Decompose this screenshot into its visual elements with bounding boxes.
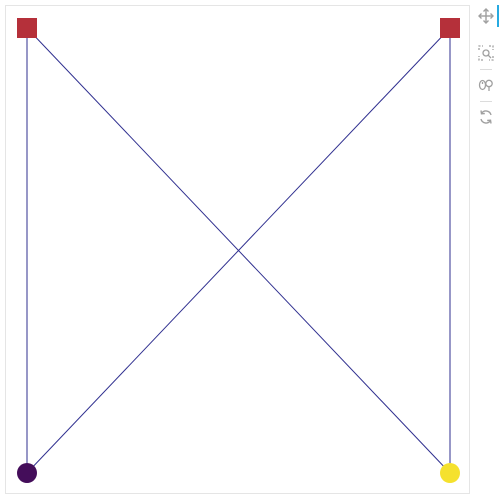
circle-node bbox=[440, 463, 460, 483]
move-icon bbox=[478, 8, 494, 24]
toolbar bbox=[472, 5, 500, 135]
square-node bbox=[17, 18, 37, 38]
reset-icon bbox=[480, 110, 492, 124]
square-node bbox=[440, 18, 460, 38]
pan-tool-button[interactable] bbox=[475, 5, 499, 27]
nodes-layer bbox=[17, 18, 460, 483]
toolbar-divider bbox=[480, 101, 492, 102]
box-zoom-tool-button[interactable] bbox=[475, 42, 497, 64]
network-graph bbox=[17, 18, 460, 483]
wheel-zoom-tool-button[interactable] bbox=[475, 74, 497, 96]
box-zoom-icon bbox=[478, 45, 494, 61]
graph-edge bbox=[26, 27, 451, 474]
wheel-zoom-icon bbox=[478, 79, 493, 91]
reset-tool-button[interactable] bbox=[475, 106, 497, 128]
plot-area[interactable] bbox=[5, 5, 470, 494]
circle-node bbox=[17, 463, 37, 483]
toolbar-divider bbox=[480, 69, 492, 70]
edges-layer bbox=[26, 27, 451, 474]
